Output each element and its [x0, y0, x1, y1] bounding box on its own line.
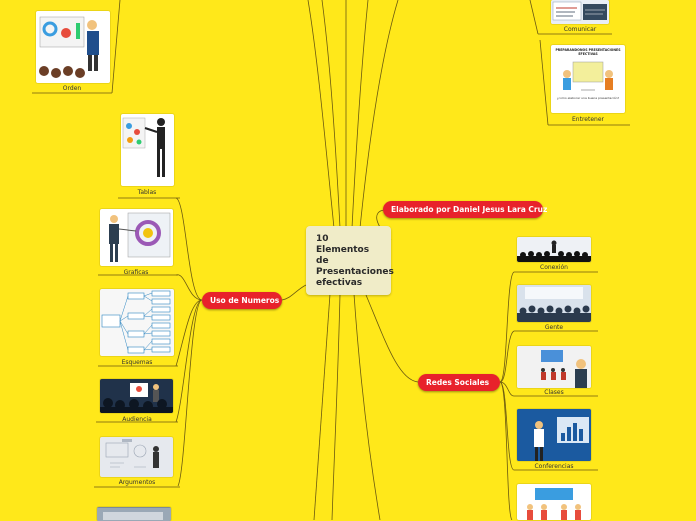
branch-numbers-label: Uso de Numeros	[210, 296, 279, 305]
cartoon-presenter-icon	[551, 60, 625, 96]
conferencias-image[interactable]	[517, 409, 591, 461]
presenter-icon	[121, 114, 174, 186]
node-label: Esquemas	[122, 359, 153, 366]
clases-image[interactable]	[517, 346, 591, 388]
node-label: Conexión	[540, 264, 568, 271]
node-label: Clases	[544, 389, 563, 396]
orden-image[interactable]	[36, 11, 110, 83]
central-topic[interactable]: 10 Elementos de Presentaciones efectivas	[306, 226, 391, 295]
node-label: Entretener	[572, 116, 604, 123]
chart-presentation-icon	[100, 209, 173, 266]
crowd-silhouette-icon	[517, 237, 591, 262]
branch-author[interactable]: Elaborado por Daniel Jesus Lara Cruz	[383, 201, 543, 218]
entretener-slide-text: ¿como elaborar una buena presentación?	[551, 96, 625, 100]
partial-image-bottom-left[interactable]	[97, 507, 171, 521]
audiencia-image[interactable]	[100, 379, 173, 413]
node-label: Orden	[63, 85, 81, 92]
schema-diagram-icon	[100, 289, 174, 356]
partial-image-bottom-right[interactable]	[517, 484, 591, 520]
branch-author-label: Elaborado por Daniel Jesus Lara Cruz	[391, 205, 547, 214]
tablas-image[interactable]	[121, 114, 174, 186]
slide-text-icon	[551, 0, 609, 24]
node-label: Comunicar	[564, 26, 596, 33]
conexion-image[interactable]	[517, 237, 591, 262]
classroom-icon	[517, 346, 591, 388]
node-label: Conferencias	[534, 463, 573, 470]
graficas-image[interactable]	[100, 209, 173, 266]
audience-icon	[100, 379, 173, 413]
node-label: Gente	[545, 324, 563, 331]
comunicar-image[interactable]	[551, 0, 609, 24]
presentation-illustration-icon	[36, 11, 110, 83]
team-illustration-icon	[517, 484, 591, 520]
branch-social[interactable]: Redes Sociales	[418, 374, 500, 391]
stage-speaker-icon	[517, 409, 591, 461]
branch-numbers[interactable]: Uso de Numeros	[202, 292, 282, 309]
node-label: Argumentos	[119, 479, 156, 486]
argumentos-image[interactable]	[100, 437, 173, 477]
node-label: Graficas	[124, 269, 149, 276]
branch-social-label: Redes Sociales	[426, 378, 489, 387]
entretener-slide-title: PREPARANDONOS PRESENTACIONES EFECTIVAS	[551, 45, 625, 56]
central-title: 10 Elementos de Presentaciones efectivas	[316, 234, 394, 288]
node-label: Audiencia	[122, 416, 152, 423]
entretener-image[interactable]: PREPARANDONOS PRESENTACIONES EFECTIVAS ¿…	[551, 45, 625, 113]
node-label: Tablas	[138, 189, 157, 196]
gente-image[interactable]	[517, 285, 591, 322]
conference-room-icon	[517, 285, 591, 322]
esquemas-image[interactable]	[100, 289, 174, 356]
argument-sketch-icon	[100, 437, 173, 477]
room-photo-icon	[97, 508, 171, 521]
